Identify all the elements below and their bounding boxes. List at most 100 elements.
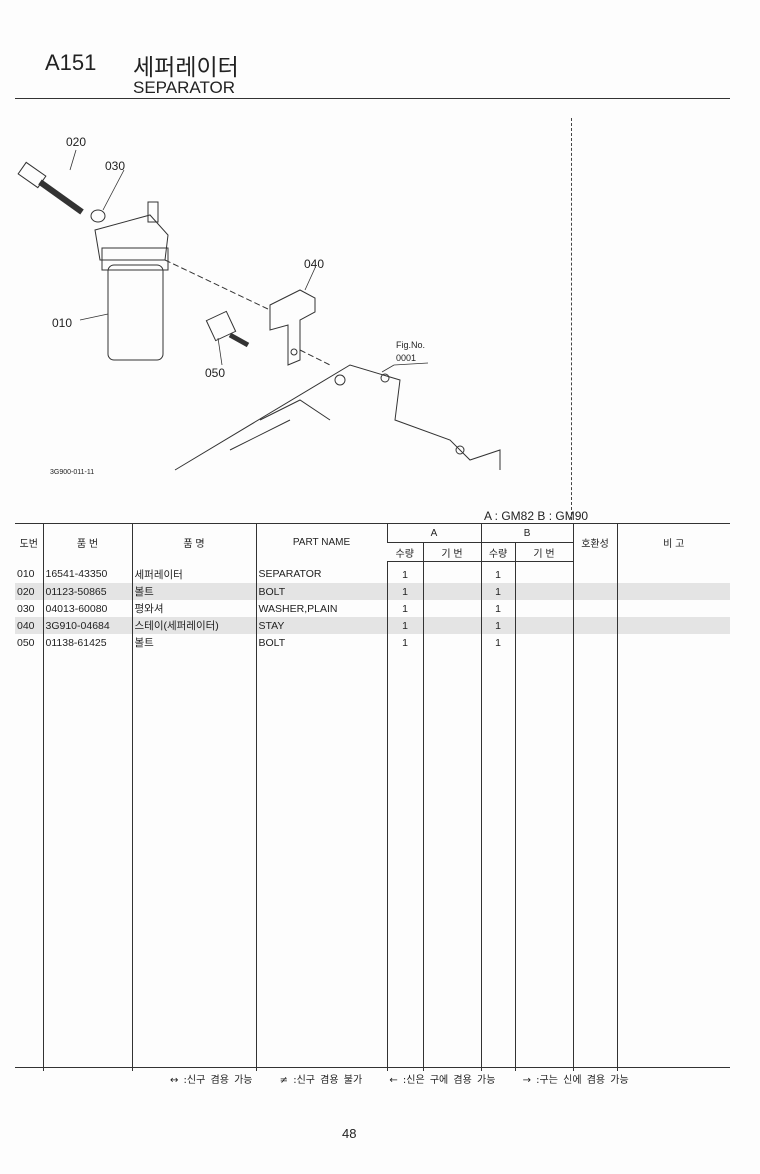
washer-030 [90, 209, 106, 223]
col-remarks: 비 고 [616, 523, 730, 562]
cell-part-no: 01138-61425 [42, 634, 132, 651]
cell-empty [386, 651, 423, 1071]
cell-qty-b: 1 [480, 617, 516, 634]
cell-qty-b: 1 [480, 600, 516, 617]
cell-empty [422, 617, 482, 634]
cell-qty-a: 1 [386, 617, 423, 634]
cell-ref: 040 [15, 617, 43, 634]
cell-empty [514, 583, 574, 600]
cell-part-no: 01123-50865 [42, 583, 132, 600]
cell-empty [616, 651, 730, 1071]
col-serial-b: 기 번 [514, 542, 574, 562]
col-qty-b: 수량 [480, 542, 516, 562]
cell-empty [131, 651, 256, 1071]
cell-ref: 020 [15, 583, 43, 600]
cell-name-ko: 볼트 [131, 634, 256, 651]
cell-part-name: BOLT [255, 634, 387, 651]
cell-qty-a: 1 [386, 583, 423, 600]
cell-qty-b: 1 [480, 634, 516, 651]
cell-empty [255, 651, 387, 1071]
cell-qty-b: 1 [480, 583, 516, 600]
col-ref: 도번 [15, 523, 43, 562]
bolt-050 [205, 310, 250, 348]
col-serial-a: 기 번 [422, 542, 482, 562]
col-qty-a: 수량 [387, 542, 423, 562]
cell-name-ko: 스테이(세퍼레이터) [131, 617, 256, 634]
cell-empty [572, 651, 618, 1071]
legend-item: ↔ :신구 겸용 가능 [170, 1075, 253, 1086]
cell-qty-a: 1 [386, 561, 423, 583]
cell-empty [422, 634, 482, 651]
cell-name-ko: 세퍼레이터 [131, 561, 256, 583]
dashed-divider [571, 118, 572, 520]
cell-empty [514, 634, 574, 651]
cell-empty [572, 583, 618, 600]
cell-empty [514, 617, 574, 634]
cell-part-no: 04013-60080 [42, 600, 132, 617]
cell-empty [616, 583, 730, 600]
cell-qty-b: 1 [480, 561, 516, 583]
col-name-ko: 품 명 [131, 523, 256, 562]
stay-040 [269, 289, 316, 366]
engine-housing [174, 364, 501, 471]
cell-empty [514, 600, 574, 617]
cell-empty [616, 600, 730, 617]
cell-empty [42, 651, 132, 1071]
cell-part-no: 16541-43350 [42, 561, 132, 583]
parts-table: 도번 품 번 품 명 PART NAME A B 호환성 비 고 수량 기 번 … [15, 523, 730, 1071]
cell-part-no: 3G910-04684 [42, 617, 132, 634]
legend-item: ← :신은 구에 겸용 가능 [389, 1075, 496, 1086]
cell-empty [616, 617, 730, 634]
cell-empty [422, 600, 482, 617]
section-code: A151 [45, 50, 97, 75]
cell-qty-a: 1 [386, 600, 423, 617]
drawing-id: 3G900-011-11 [50, 469, 94, 476]
cell-part-name: BOLT [255, 583, 387, 600]
col-group-b: B [480, 523, 574, 543]
model-key: A : GM82 B : GM90 [484, 509, 589, 523]
cell-ref: 050 [17, 636, 35, 649]
col-compat: 호환성 [572, 523, 618, 562]
cell-empty [572, 561, 618, 583]
legend-item: ≠ :신구 겸용 불가 [279, 1075, 363, 1086]
compatibility-legend: ↔ :신구 겸용 가능 ≠ :신구 겸용 불가 ← :신은 구에 겸용 가능 →… [170, 1071, 651, 1086]
cell-empty [572, 600, 618, 617]
title-english: SEPARATOR [133, 78, 236, 97]
table-bottom-rule [15, 1067, 730, 1068]
col-part-no: 품 번 [42, 523, 132, 562]
cell-empty [572, 617, 618, 634]
cell-qty-a: 1 [386, 634, 423, 651]
header-rule [15, 98, 730, 99]
cell-empty [422, 583, 482, 600]
cell-empty [572, 634, 618, 651]
cell-empty [514, 651, 574, 1071]
cell-name-ko: 평와셔 [131, 600, 256, 617]
page-number: 48 [342, 1126, 357, 1141]
separator-010 [94, 201, 169, 361]
fig-label: Fig.No. [396, 340, 425, 350]
cell-name-ko: 볼트 [131, 583, 256, 600]
legend-item: → :구는 신에 겸용 가능 [522, 1075, 629, 1086]
cell-empty [616, 561, 730, 583]
callout-040: 040 [304, 257, 324, 271]
fig-number: 0001 [396, 353, 416, 363]
cell-part-name: WASHER,PLAIN [255, 600, 387, 617]
cell-part-name: SEPARATOR [255, 561, 387, 583]
col-part-name: PART NAME [255, 523, 387, 562]
cell-ref: 010 [17, 568, 35, 581]
exploded-diagram: 020 030 040 010 050 Fig.No. 0001 3G900-0… [17, 135, 501, 476]
cell-part-name: STAY [255, 617, 387, 634]
callout-010: 010 [52, 316, 72, 330]
cell-ref: 030 [17, 602, 35, 615]
bolt-020 [17, 161, 84, 215]
cell-empty [422, 651, 482, 1071]
callout-020: 020 [66, 135, 86, 149]
callout-030: 030 [105, 159, 125, 173]
cell-empty [514, 561, 574, 583]
cell-empty [422, 561, 482, 583]
